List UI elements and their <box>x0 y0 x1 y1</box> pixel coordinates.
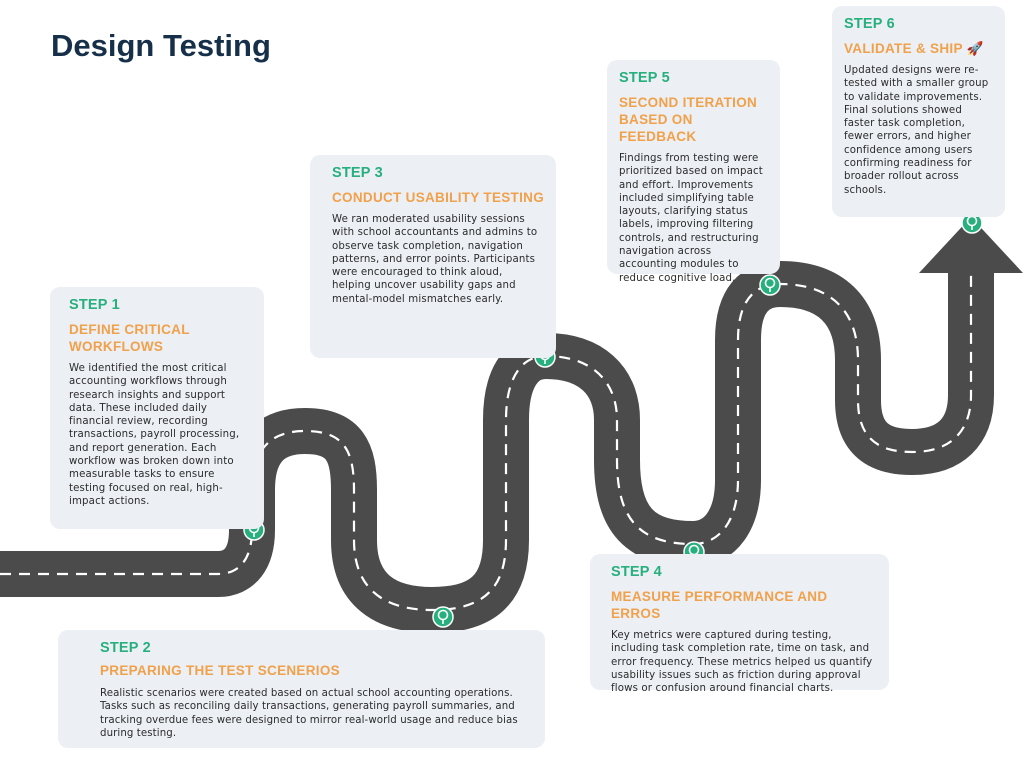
step-label: STEP 6 <box>844 16 895 32</box>
step-description: We identified the most critical accounti… <box>69 363 240 507</box>
step-heading: VALIDATE & SHIP 🚀 <box>844 41 984 56</box>
step-description: We ran moderated usability sessions with… <box>332 214 538 305</box>
road-lane-marking <box>0 260 973 612</box>
map-pin-icon <box>961 212 983 234</box>
step-label: STEP 4 <box>611 564 662 580</box>
step-description: Key metrics were captured during testing… <box>611 630 873 695</box>
map-pin-icon <box>759 274 781 296</box>
step-label: STEP 2 <box>100 640 151 656</box>
step-card-4: STEP 4 MEASURE PERFORMANCE AND ERROS Key… <box>590 554 889 694</box>
step-heading: CONDUCT USABILITY TESTING <box>332 190 545 205</box>
step-card-6: STEP 6 VALIDATE & SHIP 🚀 Updated designs… <box>832 6 1005 217</box>
step-label: STEP 1 <box>69 297 120 313</box>
step-card-1: STEP 1 DEFINE CRITICAL WORKFLOWS We iden… <box>50 287 264 529</box>
step-heading: DEFINE CRITICAL WORKFLOWS <box>69 322 190 354</box>
step-description: Realistic scenarios were created based o… <box>100 688 518 739</box>
step-card-5: STEP 5 SECOND ITERATION BASED ON FEEDBAC… <box>607 60 780 284</box>
arrow-up-icon <box>919 217 1023 273</box>
step-description: Updated designs were re-tested with a sm… <box>844 65 989 196</box>
step-card-3: STEP 3 CONDUCT USABILITY TESTING We ran … <box>310 155 556 358</box>
step-description: Findings from testing were prioritized b… <box>619 153 763 284</box>
step-card-2: STEP 2 PREPARING THE TEST SCENERIOS Real… <box>58 630 545 748</box>
step-label: STEP 3 <box>332 165 383 181</box>
step-heading: PREPARING THE TEST SCENERIOS <box>100 663 340 678</box>
step-heading: SECOND ITERATION BASED ON FEEDBACK <box>619 95 758 144</box>
step-label: STEP 5 <box>619 70 670 86</box>
page-title: Design Testing <box>51 28 271 63</box>
step-heading: MEASURE PERFORMANCE AND ERROS <box>611 589 828 621</box>
map-pin-icon <box>432 606 454 628</box>
